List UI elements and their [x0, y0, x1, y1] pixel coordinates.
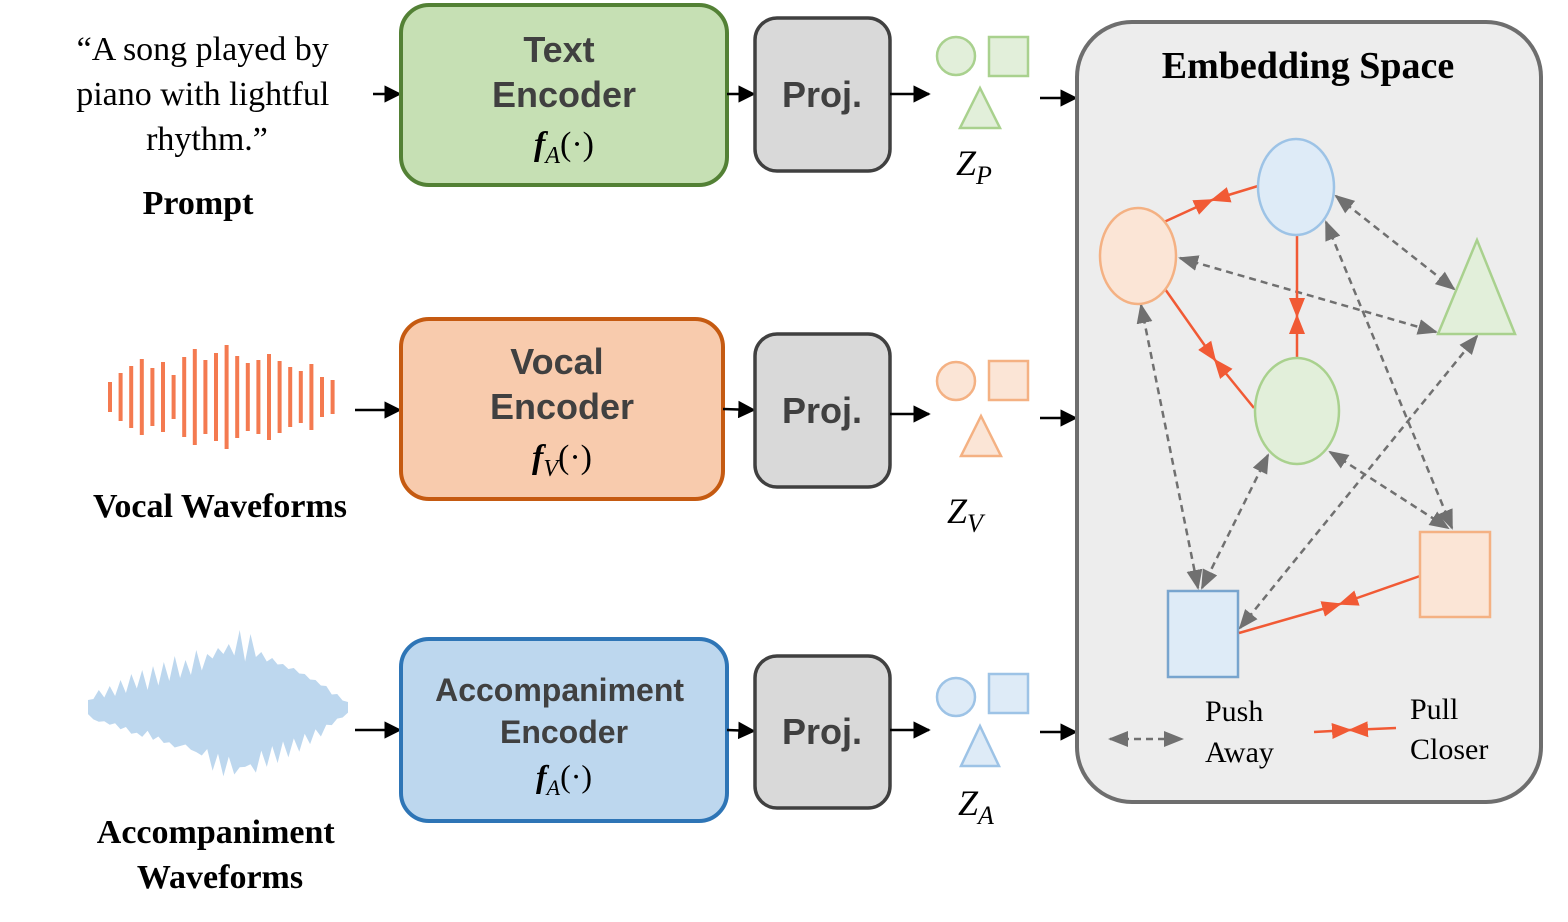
vocal-wave-bar [330, 380, 335, 414]
z-a-label: ZA [958, 783, 994, 830]
accompaniment-waveforms-label: Accompaniment Waveforms [97, 814, 343, 896]
vocal-wave-bar [171, 375, 176, 419]
pull-legend-label: Pull Closer [1410, 693, 1488, 766]
vocal-wave-bar [224, 345, 229, 449]
embedding-space-nodes [1098, 137, 1517, 679]
accomp-encoder-function: fA(·) [536, 758, 592, 800]
vocal-wave-bar [108, 382, 112, 412]
vocal-waveform-icon [108, 345, 335, 449]
encoder-to-proj-arrows [722, 85, 756, 740]
vocal-wave-bar [309, 364, 314, 430]
green-circle-node [1253, 356, 1341, 466]
svg-text:Proj.: Proj. [782, 74, 862, 115]
vocal-wave-bar [150, 368, 155, 426]
svg-text:Vocal Encoder: Vocal Encoder [490, 341, 634, 427]
push-legend-label: Push Away [1205, 695, 1274, 769]
pull-closer-arrows [1163, 184, 1421, 635]
push-away-arrows [1136, 194, 1479, 630]
vocal-waveforms-label: Vocal Waveforms [93, 488, 347, 525]
orange-square-node [1418, 530, 1492, 619]
svg-text:Proj.: Proj. [782, 390, 862, 431]
vocal-wave-bar [129, 366, 134, 428]
vocal-encoder-function: fV(·) [532, 439, 592, 482]
vocal-wave-bar [288, 367, 293, 427]
prompt-embedding-symbols [935, 35, 1030, 130]
accompaniment-waveform-icon [88, 630, 348, 777]
projection-box-prompt: Proj. [753, 16, 892, 173]
vocal-wave-bar [320, 377, 324, 417]
vocal-wave-bar [161, 362, 165, 432]
text-encoder-function: fA(·) [534, 126, 594, 169]
proj-to-embedding-arrows [890, 85, 931, 739]
blue-circle-node [1256, 137, 1336, 237]
vocal-wave-bar [118, 373, 123, 421]
projection-box-vocal: Proj. [753, 332, 892, 489]
svg-text:Text Encoder: Text Encoder [492, 29, 636, 115]
input-arrows [355, 85, 402, 739]
vocal-wave-bar [256, 360, 261, 434]
z-v-label: ZV [947, 491, 986, 538]
embedding-legend: Push Away Pull Closer [1108, 693, 1488, 769]
vocal-wave-bar [214, 353, 218, 441]
blue-square-node [1166, 589, 1240, 679]
vocal-embedding-symbols [935, 359, 1030, 458]
vocal-wave-bar [203, 360, 208, 434]
z-p-label: ZP [956, 143, 992, 190]
prompt-input: “A song played by piano with lightful rh… [76, 31, 338, 222]
svg-text:Accompaniment Encoder: Accompaniment Encoder [435, 672, 693, 750]
push-arrow-blue-square-green-triangle [1238, 334, 1479, 630]
vocal-wave-bar [245, 363, 250, 431]
vocal-wave-bar [267, 354, 271, 440]
vocal-wave-bar [298, 371, 303, 423]
prompt-quote-line-3: rhythm.” [146, 121, 268, 158]
vocal-wave-bar [192, 349, 197, 445]
accompaniment-encoder-box: Accompaniment Encoder fA(·) [399, 637, 729, 823]
push-arrow-orange-circle-blue-square [1136, 303, 1203, 590]
vocal-wave-bar [277, 361, 282, 433]
green-triangle-node [1436, 236, 1517, 336]
prompt-quote-line-2: piano with lightful [76, 76, 329, 113]
svg-text:“A song played by piano: “A song played by piano with lightful rh… [76, 31, 338, 158]
accomp-embedding-symbols [935, 672, 1030, 768]
orange-circle-node [1098, 206, 1178, 306]
vocal-wave-bar [235, 356, 240, 438]
embedding-to-space-arrows [1040, 89, 1078, 741]
pull-legend-icon [1313, 721, 1397, 739]
embedding-space-title: Embedding Space [1162, 45, 1454, 87]
text-encoder-box: Text Encoder fA(·) [399, 3, 729, 187]
prompt-quote-line-1: “A song played by [77, 31, 329, 68]
svg-text:Proj.: Proj. [782, 711, 862, 752]
prompt-label: Prompt [143, 185, 254, 222]
vocal-wave-bar [139, 359, 144, 435]
projection-box-accomp: Proj. [753, 654, 892, 810]
vocal-encoder-box: Vocal Encoder fV(·) [399, 317, 725, 501]
vocal-wave-bar [182, 357, 187, 437]
